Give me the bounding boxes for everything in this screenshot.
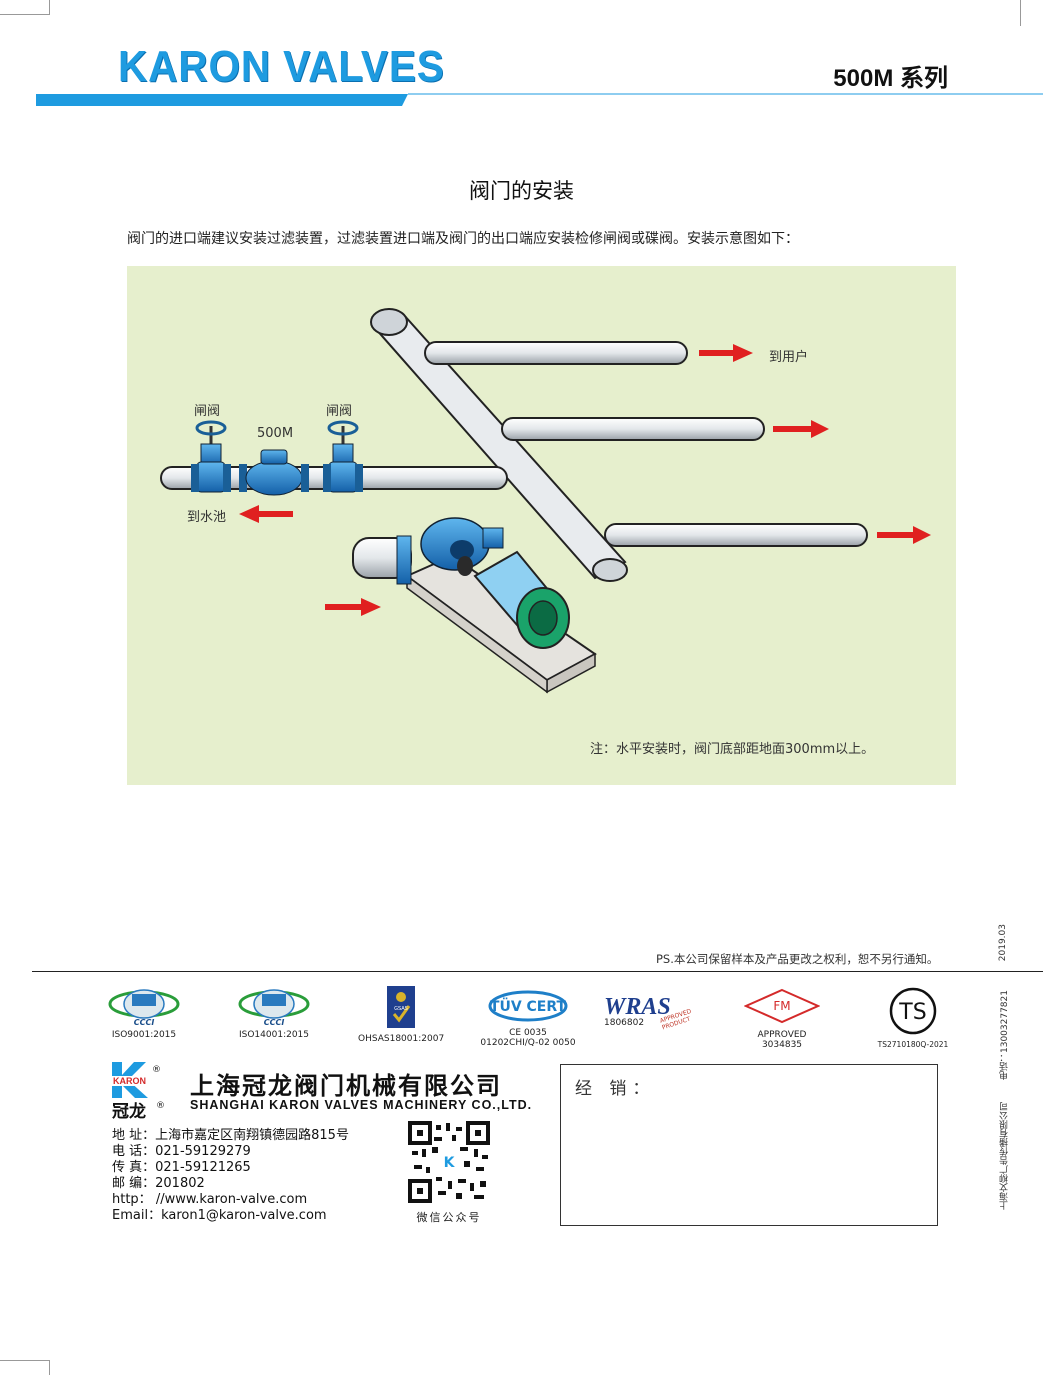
- pump-assembly: [352, 517, 597, 694]
- crop-mark: [0, 1360, 50, 1361]
- cert-logo-text: TS: [898, 1000, 926, 1025]
- fax: 传 真：021-59121265: [112, 1160, 251, 1175]
- crop-mark: [1020, 0, 1021, 26]
- address: 地 址：上海市嘉定区南翔镇德园路815号: [112, 1128, 349, 1143]
- cert-wras: WRAS 1806802 APPROVED PRODUCT: [600, 990, 712, 1040]
- logo-cn: 冠龙: [112, 1101, 146, 1122]
- branch-pipe: [604, 523, 868, 547]
- header-rule: [36, 93, 1043, 106]
- crop-mark: [0, 14, 50, 15]
- gate-valve-left: [191, 420, 231, 493]
- email[interactable]: Email：karon1@karon-valve.com: [112, 1208, 327, 1223]
- qr-code-icon: K: [408, 1121, 490, 1203]
- tuv-cert-icon: TÜV CERT: [488, 990, 568, 1022]
- cert-iso14001: CCCI ISO14001:2015: [234, 986, 314, 1046]
- cert-label: TS2710180Q-2021: [877, 1040, 949, 1049]
- installation-diagram: 闸阀 闸阀 500M 到水池 到用户 注：水平安装时，阀门底部距地面300mm以…: [127, 266, 956, 785]
- karon-k-logo-icon: KARON ® 冠龙 ®: [112, 1062, 165, 1122]
- installation-note: 注：水平安装时，阀门底部距地面300mm以上。: [590, 742, 875, 757]
- cert-label: ISO14001:2015: [238, 1030, 310, 1040]
- arrow-to-pool: [239, 505, 293, 523]
- branch-pipe: [501, 417, 765, 441]
- cert-label-sub: 3034835: [761, 1040, 803, 1050]
- company-logo: KARON ® 冠龙 ®: [112, 1062, 172, 1122]
- arrow-to-user-1: [699, 344, 753, 362]
- cert-logo-text: FM: [773, 999, 790, 1013]
- arrow-to-user-3: [877, 526, 931, 544]
- cert-label: 1806802: [604, 1018, 645, 1028]
- gate-valve-right: [323, 420, 363, 493]
- brand-logo-text: KARON VALVES: [118, 42, 445, 91]
- ts-mark-icon: TS: [889, 987, 937, 1035]
- logo-registered: ®: [156, 1101, 165, 1111]
- cert-label: OHSAS18001:2007: [358, 1034, 445, 1044]
- main-valve-500m: [239, 449, 309, 496]
- wechat-qr: K 微信公众号: [408, 1121, 490, 1225]
- fm-approved-icon: FM: [743, 988, 821, 1024]
- side-printer: 上海文柳广告传播有限公司: [1000, 1102, 1010, 1210]
- contact-info: 地 址：上海市嘉定区南翔镇德园路815号 电 话：021-59129279 传 …: [112, 1128, 349, 1224]
- arrow-inlet: [325, 598, 381, 616]
- cert-label-sub: 01202CHI/Q-02 0050: [480, 1038, 576, 1048]
- cert-iso9001: CCCI ISO9001:2015: [104, 986, 184, 1046]
- phone: 电 话：021-59129279: [112, 1144, 251, 1159]
- branch-pipe: [424, 341, 688, 365]
- gate-valve-left-label: 闸阀: [194, 404, 221, 419]
- cert-fm: FM APPROVED 3034835: [743, 988, 821, 1050]
- cert-tuv: TÜV CERT CE 0035 01202CHI/Q-02 0050: [480, 984, 576, 1048]
- series-title: 500M 系列: [833, 65, 948, 92]
- side-phone: 电话：13003277821: [1000, 990, 1010, 1080]
- cert-logo-text: CCCI: [134, 1018, 155, 1026]
- intro-text: 阀门的进口端建议安装过滤装置，过滤装置进口端及阀门的出口端应安装检修闸阀或碟阀。…: [127, 231, 799, 247]
- crop-mark: [49, 0, 50, 14]
- logo-registered: ®: [152, 1065, 161, 1075]
- crop-mark: [49, 1360, 50, 1375]
- ccci-globe-icon: CCCI: [238, 989, 310, 1027]
- logo-word: KARON: [113, 1076, 146, 1086]
- gate-valve-right-label: 闸阀: [326, 404, 353, 419]
- cert-logo-text: GSAS: [394, 1006, 408, 1012]
- gsas-badge-icon: GSAS: [387, 986, 415, 1028]
- side-date: 2019.03: [998, 924, 1008, 962]
- ps-note: PS.本公司保留样本及产品更改之权利，恕不另行通知。: [656, 952, 939, 966]
- valve-line: [160, 420, 508, 496]
- company-name-en: SHANGHAI KARON VALVES MACHINERY CO.,LTD.: [190, 1098, 533, 1112]
- cert-label: CE 0035: [509, 1028, 547, 1038]
- main-valve-label: 500M: [257, 426, 294, 441]
- qr-caption: 微信公众号: [416, 1211, 482, 1224]
- cert-logo-text: WRAS: [604, 994, 671, 1018]
- cert-logo-text: CCCI: [264, 1018, 285, 1026]
- footer-divider: [32, 971, 1043, 972]
- cert-logo-text: TÜV CERT: [490, 997, 567, 1015]
- website[interactable]: http： //www.karon-valve.com: [112, 1192, 308, 1207]
- cert-label: ISO9001:2015: [111, 1030, 177, 1040]
- ccci-globe-icon: CCCI: [108, 989, 180, 1027]
- qr-center-letter: K: [444, 1155, 456, 1171]
- dealer-box: [560, 1064, 938, 1226]
- wras-logo-icon: WRAS: [604, 994, 671, 1020]
- cert-label: APPROVED: [757, 1030, 807, 1040]
- installation-illustration: [160, 308, 931, 694]
- postcode: 邮 编：201802: [112, 1176, 205, 1191]
- main-pipe: [370, 308, 628, 582]
- cert-ohsas: GSAS OHSAS18001:2007: [358, 984, 444, 1046]
- cert-ts: TS TS2710180Q-2021: [870, 986, 956, 1049]
- page-title: 阀门的安装: [469, 179, 574, 203]
- dealer-label: 经 销：: [575, 1079, 656, 1099]
- to-pool-label: 到水池: [187, 510, 227, 525]
- company-name-cn: 上海冠龙阀门机械有限公司: [190, 1072, 502, 1100]
- to-user-label: 到用户: [769, 350, 809, 365]
- arrow-to-user-2: [773, 420, 829, 438]
